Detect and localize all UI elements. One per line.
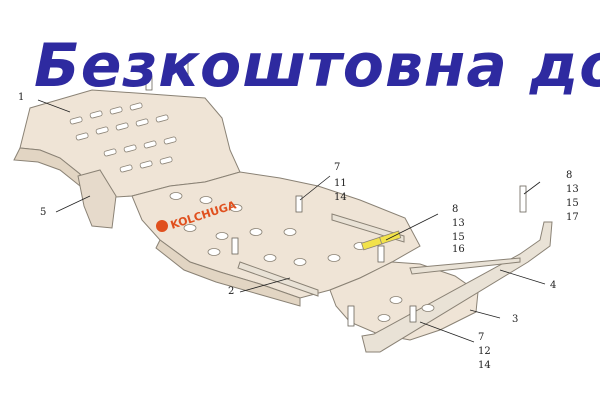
callout-8a-line2: 13: [452, 218, 465, 229]
callout-8a-line1: 8: [452, 204, 458, 215]
callout-8b-line3: 15: [566, 198, 579, 209]
callout-3: 3: [512, 314, 518, 325]
callout-7a-line1: 7: [334, 162, 340, 173]
free-delivery-banner: Безкоштовна доставка: [34, 31, 600, 101]
callout-5: 5: [40, 207, 46, 218]
callout-8b-line2: 13: [566, 184, 579, 195]
callout-8a-line3: 15: [452, 232, 465, 243]
callout-7b-line1: 7: [478, 332, 484, 343]
callout-7a-line3: 14: [334, 192, 347, 203]
part-5-side-flap: [77, 169, 117, 229]
brand-logo-icon: [156, 220, 168, 232]
leader-lines: [37, 99, 546, 343]
callout-8b-line4: 17: [566, 212, 579, 223]
callout-8a-line4: 16: [452, 244, 465, 255]
callout-7b-line3: 14: [478, 360, 491, 371]
bolts: [145, 59, 527, 327]
callout-7a-line2: 11: [334, 178, 347, 189]
callout-labels: 1 2 3 4 5 7 11 14 8 13 15 16 8 13 15 17 …: [18, 92, 579, 371]
part-4-support-bar: [361, 221, 553, 353]
callout-1: 1: [18, 92, 24, 103]
callout-2: 2: [228, 286, 234, 297]
plate-assembly: [13, 89, 553, 353]
callout-4: 4: [550, 280, 556, 291]
callout-8b-line1: 8: [566, 170, 572, 181]
vent-slots: [69, 102, 177, 173]
callout-7b-line2: 12: [478, 346, 491, 357]
